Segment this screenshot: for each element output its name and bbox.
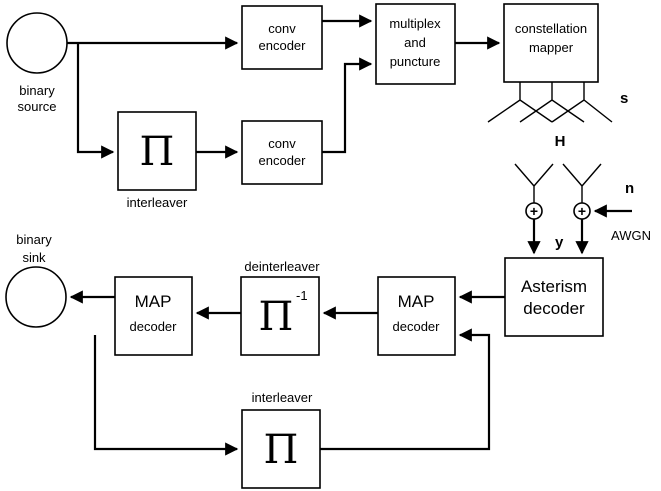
asterism-decoder-box — [504, 257, 604, 337]
adder-right: + — [573, 202, 591, 220]
map-left-label-2: decoder — [130, 319, 178, 334]
constellation-mapper-box — [503, 3, 599, 83]
noise-n-label: n — [625, 180, 634, 197]
channel-H-label: H — [555, 133, 566, 150]
binary-sink-circle — [5, 266, 67, 328]
asterism-label-1: Asterism — [521, 277, 587, 296]
binary-source-circle — [6, 12, 68, 74]
conv-encoder-1-label-2: encoder — [259, 38, 307, 53]
wire-source-to-interleaver — [76, 43, 115, 159]
interleaver-bottom-pi: Π — [264, 427, 299, 473]
deinterleaver-inverse: -1 — [296, 288, 308, 303]
map-decoder-right-box — [377, 276, 456, 356]
multiplex-label-1: multiplex — [389, 16, 441, 31]
constellation-label-2: mapper — [529, 40, 574, 55]
map-left-label-1: MAP — [135, 292, 172, 311]
svg-text:+: + — [530, 203, 538, 219]
awgn-label: AWGN — [611, 228, 651, 243]
conv-encoder-2-label-2: encoder — [259, 153, 307, 168]
wire-encoder2-to-multiplex — [322, 57, 373, 154]
adder-left: + — [525, 202, 543, 220]
binary-source-label-2: source — [17, 99, 56, 114]
asterism-label-2: decoder — [523, 299, 585, 318]
rx-antenna-left — [514, 163, 554, 203]
map-decoder-left-box — [114, 276, 193, 356]
rx-antenna-right — [562, 163, 602, 203]
binary-sink-label-1: binary — [16, 232, 52, 247]
map-right-label-1: MAP — [398, 292, 435, 311]
interleaver-top-box — [117, 111, 197, 191]
conv-encoder-1-box — [241, 5, 323, 70]
deinterleaver-box — [240, 276, 320, 356]
binary-sink-label-2: sink — [22, 250, 46, 265]
deinterleaver-pi: Π — [259, 294, 294, 340]
signal-s-label: s — [620, 90, 628, 107]
multiplex-box — [375, 3, 456, 85]
wire-map-left-to-interleaver — [93, 335, 239, 456]
wire-interleaver-to-map-right — [320, 328, 491, 451]
svg-text:+: + — [578, 203, 586, 219]
binary-source-label-1: binary — [19, 83, 55, 98]
interleaver-top-label: interleaver — [127, 195, 188, 210]
conv-encoder-1-label-1: conv — [268, 21, 296, 36]
multiplex-label-2: and — [404, 35, 426, 50]
constellation-label-1: constellation — [515, 21, 587, 36]
interleaver-top-pi: Π — [140, 129, 175, 175]
deinterleaver-label: deinterleaver — [244, 259, 320, 274]
tx-antennas — [487, 82, 613, 123]
signal-y-label: y — [555, 234, 564, 251]
interleaver-bottom-label: interleaver — [252, 390, 313, 405]
map-right-label-2: decoder — [393, 319, 441, 334]
multiplex-label-3: puncture — [390, 54, 441, 69]
conv-encoder-2-box — [241, 120, 323, 185]
conv-encoder-2-label-1: conv — [268, 136, 296, 151]
